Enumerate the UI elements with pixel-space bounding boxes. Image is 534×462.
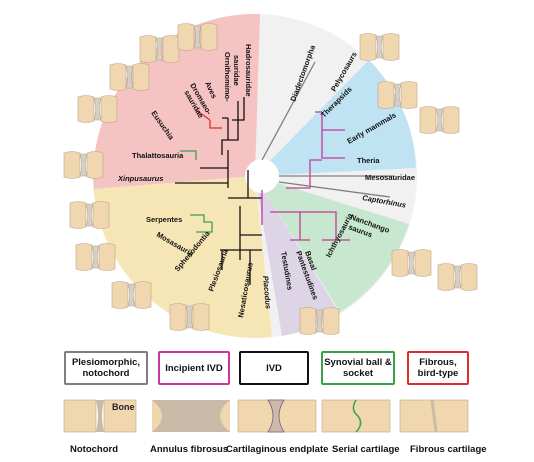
tree-magenta [261, 111, 350, 241]
synapsid-sector [255, 60, 416, 176]
vertebra-icon [419, 106, 460, 134]
vertebra-icon [75, 243, 116, 271]
label-hadrosauridae: Hadrosauridae [244, 44, 253, 97]
legend-fibrous-text: Fibrous,bird-type [417, 357, 459, 379]
legend-ivd-text: IVD [266, 362, 282, 374]
label-ornithomimosauridae-1: Ornithomimo- [223, 52, 232, 102]
vertebra-icon [63, 151, 104, 179]
ichthyosaur-sector [255, 176, 409, 312]
fibrous-label: Fibrous cartilage [410, 444, 487, 455]
label-xinpusaurus: Xinpusaurus [117, 174, 163, 183]
lepidosaur-sector [93, 176, 272, 338]
legend-incipient-ivd-text: Incipient IVD [165, 362, 223, 374]
notochord-label: Notochord [70, 444, 119, 455]
vertebra-icon [77, 95, 118, 123]
legend-fibrous: Fibrous,bird-type [407, 351, 469, 385]
label-thalattosauria: Thalattosauria [132, 151, 184, 160]
label-theria: Theria [357, 156, 380, 165]
vertebra-icon [109, 63, 150, 91]
label-placodus: Placodus [261, 275, 273, 309]
label-ornithomimosauridae-2: sauridae [232, 55, 241, 86]
legend-figures [63, 399, 469, 433]
label-mesosauridae: Mesosauridae [365, 173, 415, 182]
turtle-sector [255, 176, 340, 336]
vertebra-icon [377, 81, 418, 109]
endplate-label: Cartilaginous endplate [226, 444, 329, 455]
bone-label: Bone [112, 402, 135, 412]
vertebra-icon [177, 23, 218, 51]
legend-incipient-ivd: Incipient IVD [158, 351, 230, 385]
legend-synovial: Synovial ball &socket [321, 351, 395, 385]
vertebra-icon [299, 307, 340, 335]
legend-plesiomorphic-text: Plesiomorphic,notochord [71, 357, 141, 379]
legend-synovial-text: Synovial ball &socket [324, 357, 392, 379]
annulus-label: Annulus fibrosus [150, 444, 229, 455]
vertebra-icon [111, 281, 152, 309]
vertebra-icon [169, 303, 210, 331]
vertebra-icon [69, 201, 110, 229]
vertebra-icon [359, 33, 400, 61]
vertebra-icon [437, 263, 478, 291]
archosaur-sector [93, 13, 261, 189]
center-hole [245, 159, 279, 193]
tree-gray [261, 61, 395, 198]
serial-label: Serial cartilage [332, 444, 400, 455]
vertebra-icon [139, 35, 180, 63]
tree-black [175, 97, 262, 285]
tree-green [180, 150, 213, 233]
label-serpentes: Serpentes [146, 215, 182, 224]
legend-ivd: IVD [239, 351, 309, 385]
tree-red [195, 109, 222, 129]
legend-plesiomorphic: Plesiomorphic,notochord [64, 351, 148, 385]
vertebra-icon [391, 249, 432, 277]
